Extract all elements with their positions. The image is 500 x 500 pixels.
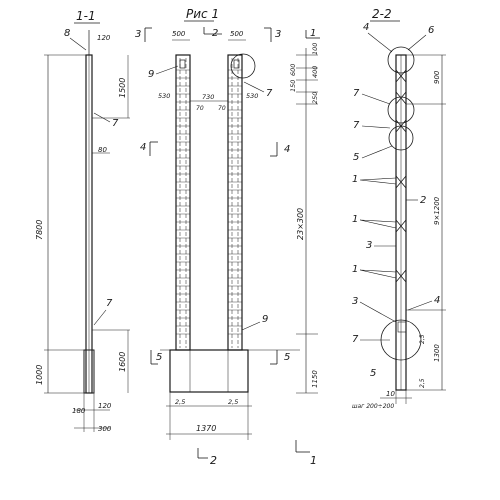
callout-2: 2 [420,195,426,206]
dim-500-left: 500 [172,30,186,38]
stirrups-right [228,69,242,335]
dim-150: 150 [289,80,297,92]
dim-1000: 1000 [35,365,44,385]
dim-7800: 7800 [35,220,44,240]
dim-70-left: 70 [196,105,204,112]
cut-mark-4-left: 4 [140,142,146,153]
callout-7-r1: 7 [353,88,360,99]
figure-title: Рис 1 [186,7,219,21]
dim-300: 300 [98,425,112,433]
callout-3-lower: 3 [352,296,358,307]
callout-7-r3: 7 [352,334,359,345]
base-block [169,349,249,393]
dim-1150: 1150 [311,370,319,388]
dim-80: 80 [98,146,107,154]
callout-7-lower: 7 [106,298,113,309]
section-2-2-label: 2-2 [372,7,392,21]
callout-9-upper: 9 [148,69,154,80]
cut-mark-3-right: 3 [275,29,281,40]
dim-100: 100 [311,43,319,55]
dim-1600: 1600 [118,352,127,372]
callout-7-r2: 7 [353,120,360,131]
dim-2-5-lower: 2,5 [419,378,426,388]
callout-7-mid: 7 [266,88,273,99]
callout-5-upper: 5 [353,152,359,163]
callout-8: 8 [64,28,70,39]
cut-mark-5-right: 5 [284,352,290,363]
detail-circle-top [230,53,256,79]
cut-mark-4-right: 4 [284,144,290,155]
dim-2-5-right: 2,5 [228,398,238,406]
cut-mark-5-left: 5 [156,352,162,363]
dim-600: 600 [289,64,297,76]
dim-9x1200: 9×1200 [433,196,441,225]
dim-530-right: 530 [246,92,258,100]
spacing-note: шаг 200÷200 [352,403,394,410]
dim-2-5-upper: 2,5 [419,334,426,344]
dim-1500: 1500 [118,78,127,98]
cut-mark-1-bottom: 1 [310,454,317,467]
dim-730: 730 [202,93,214,101]
elevation-view: Рис 1 3 3 2 1 500 500 [135,7,320,467]
callout-4-top: 4 [363,22,369,33]
section-1-1-label: 1-1 [76,9,96,23]
callout-3-mid: 3 [366,240,372,251]
dim-120-top: 120 [97,34,111,42]
dim-900: 900 [433,70,441,84]
callout-1-b: 1 [352,214,358,225]
dim-10: 10 [386,390,395,398]
dim-400: 400 [311,66,319,78]
callout-4-lower: 4 [434,295,440,306]
callout-7-upper: 7 [112,118,119,129]
callout-1-c: 1 [352,264,358,275]
dim-530-left: 530 [158,92,170,100]
dim-120-bottom: 120 [98,402,112,410]
dim-250: 250 [311,92,319,104]
cut-mark-2-top: 2 [212,28,218,39]
right-column-leg [227,54,243,351]
detail-circle-6 [387,46,415,74]
dim-500-right: 500 [230,30,244,38]
left-column-leg [175,54,191,351]
cut-mark-3-left: 3 [135,29,141,40]
callout-6: 6 [428,25,434,36]
callout-1-a: 1 [352,174,358,185]
cut-mark-1-top: 1 [310,28,316,39]
dim-70-right: 70 [218,105,226,112]
dim-180: 180 [72,407,86,415]
section-1-1-view: 1-1 8 120 7800 1000 1500 7 80 1600 7 [35,9,130,433]
dim-23x300: 23×300 [296,208,305,240]
callout-5-lower: 5 [370,368,376,379]
section-2-2-view: 2-2 4 6 7 7 5 1 1 1 3 2 3 7 [352,7,446,410]
callout-9-lower: 9 [262,314,268,325]
dim-1300: 1300 [433,344,441,362]
dim-1370: 1370 [196,424,216,433]
stirrups-left [176,69,190,335]
dim-2-5-left: 2,5 [175,398,185,406]
cut-mark-2-bottom: 2 [210,454,217,467]
